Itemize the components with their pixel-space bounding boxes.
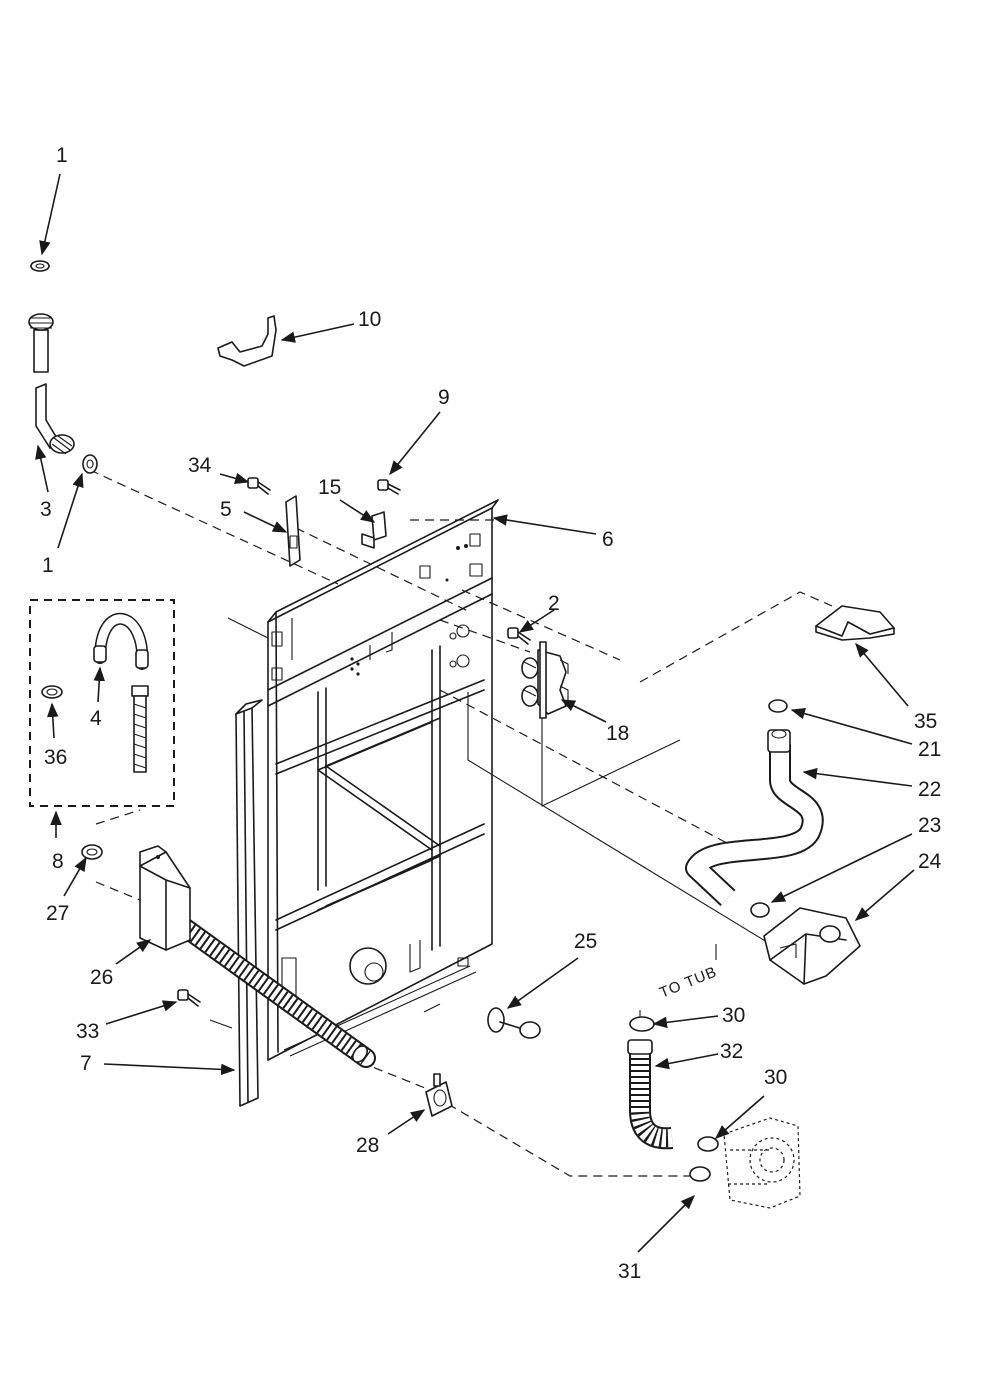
power-cord [170, 914, 376, 1068]
tub-outlet-ghost [723, 1117, 801, 1209]
callout-32: 32 [720, 1040, 743, 1063]
callout-3: 3 [40, 498, 52, 521]
drain-pump [763, 907, 861, 985]
callout-4: 4 [90, 707, 102, 730]
callout-24: 24 [918, 850, 942, 873]
strap [285, 495, 301, 660]
callout-18: 18 [606, 722, 629, 745]
callout-26: 26 [90, 966, 113, 989]
callout-15: 15 [318, 476, 341, 499]
washer-lower [82, 454, 98, 474]
callout-30-upper: 30 [722, 1004, 745, 1027]
callout-labels: 1 10 9 34 15 5 6 3 1 2 18 4 36 35 21 22 … [40, 144, 942, 1283]
leader-lines [35, 173, 915, 1253]
callout-25: 25 [574, 930, 597, 953]
callout-35: 35 [914, 710, 937, 733]
callout-23: 23 [918, 814, 941, 837]
callout-30-lower: 30 [764, 1066, 787, 1089]
screw-9 [377, 479, 401, 495]
callout-6: 6 [602, 528, 614, 551]
drain-bracket [815, 605, 895, 641]
clamp-28 [425, 1073, 453, 1117]
callout-5: 5 [220, 498, 232, 521]
callout-28: 28 [356, 1134, 379, 1157]
callout-8: 8 [52, 850, 64, 873]
small-bracket [361, 511, 387, 549]
clip-bracket [217, 315, 277, 367]
callout-1-lower: 1 [42, 554, 54, 577]
junction-box [139, 845, 191, 951]
clamp-27 [81, 844, 103, 860]
screw-33 [177, 989, 201, 1007]
callout-27: 27 [46, 902, 69, 925]
callout-10: 10 [358, 308, 381, 331]
callout-1-top: 1 [56, 144, 68, 167]
callout-21: 21 [918, 738, 941, 761]
callout-33: 33 [76, 1020, 99, 1043]
callout-2: 2 [548, 592, 560, 615]
assembly-lines [89, 469, 833, 1177]
callout-9: 9 [438, 386, 450, 409]
drain-knob [487, 1007, 541, 1039]
side-bracket [235, 699, 263, 1107]
callout-7: 7 [80, 1052, 92, 1075]
washer-top [30, 260, 50, 272]
hose-kit-box [29, 599, 175, 807]
screw-2 [507, 627, 531, 645]
callout-31: 31 [618, 1260, 641, 1283]
fill-hose [28, 313, 75, 455]
screw-34 [247, 477, 271, 495]
callout-22: 22 [918, 778, 941, 801]
rear-panel [267, 499, 499, 1061]
water-valve [521, 641, 569, 719]
drain-hose [685, 699, 824, 918]
to-tub-note: TO TUB [657, 963, 719, 1001]
callout-34: 34 [188, 454, 212, 477]
tub-hose [627, 1016, 719, 1182]
callout-36: 36 [44, 746, 67, 769]
